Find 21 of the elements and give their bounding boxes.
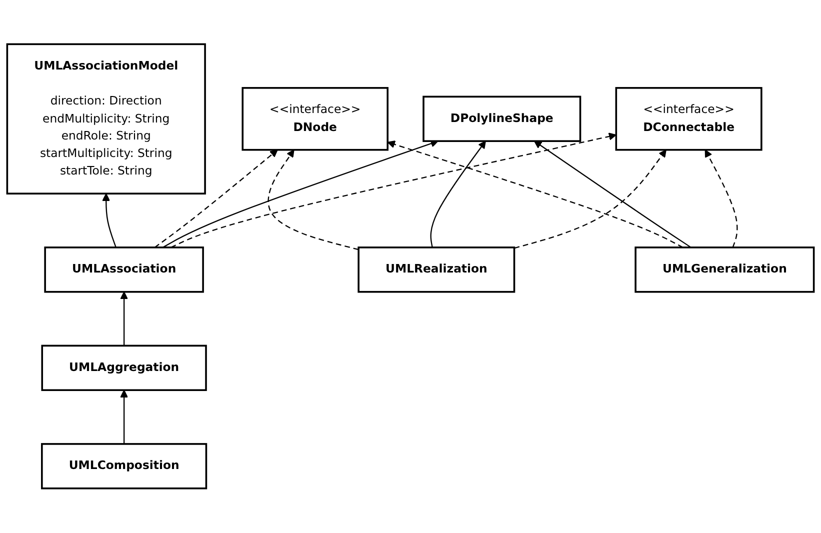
node-box: UMLAssociationModel direction: Direction endMultiplicity: String endRole: String startMultiplicity: String startTole: String	[6, 44, 206, 195]
node-box: UMLAssociation	[44, 246, 204, 293]
arrow	[704, 150, 738, 248]
node-box: UMLComposition	[41, 443, 208, 490]
node-box: UMLAggregation	[41, 345, 207, 392]
node-box: UMLRealization	[358, 246, 516, 293]
arrow	[120, 390, 128, 444]
node-box: <<interface>> DNode	[242, 87, 388, 151]
node-box: UMLGeneralization	[634, 246, 815, 293]
node-box: <<interface>> DConnectable	[615, 87, 762, 151]
arrow	[162, 140, 438, 248]
arrow	[268, 150, 359, 250]
arrow	[170, 132, 617, 248]
node-box: DPolylineShape	[422, 96, 582, 142]
arrow	[120, 292, 128, 346]
arrow	[430, 140, 486, 248]
arrow	[102, 193, 116, 248]
arrow	[514, 150, 666, 249]
arrow	[154, 150, 278, 248]
arrow	[387, 140, 684, 248]
arrow	[534, 140, 692, 248]
